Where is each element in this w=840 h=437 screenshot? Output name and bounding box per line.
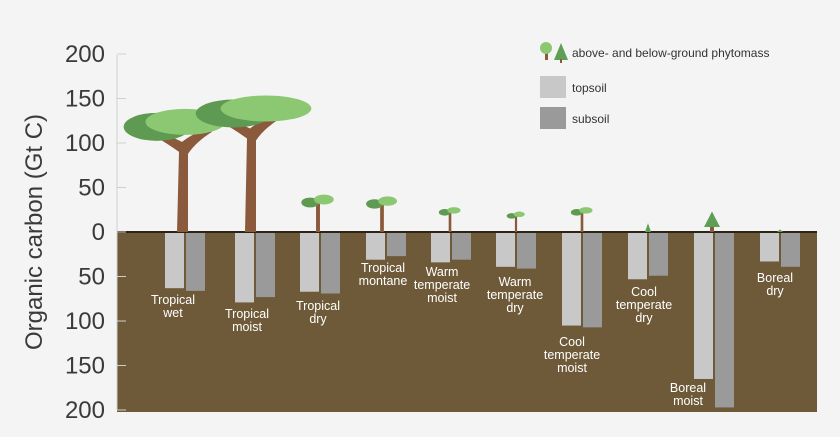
phytomass-tree	[704, 211, 720, 232]
phytomass-tree	[506, 211, 525, 232]
legend-label-phytomass: above- and below-ground phytomass	[572, 46, 769, 60]
subsoil-bar	[715, 233, 734, 408]
legend-swatch-topsoil	[540, 76, 566, 98]
phytomass-tree	[645, 223, 651, 232]
topsoil-bar	[628, 233, 647, 280]
topsoil-bar	[300, 233, 319, 292]
topsoil-bar	[496, 233, 515, 267]
subsoil-bar	[649, 233, 668, 276]
y-tick-label: 50	[78, 264, 105, 291]
subsoil-bar	[186, 233, 205, 291]
y-tick-label: 0	[92, 219, 105, 246]
topsoil-bar	[694, 233, 713, 379]
subsoil-bar	[452, 233, 471, 260]
y-tick-label: 150	[65, 353, 105, 380]
phytomass-tree	[438, 207, 461, 232]
y-tick-label: 50	[78, 175, 105, 202]
topsoil-bar	[431, 233, 450, 263]
legend-label-subsoil: subsoil	[572, 112, 609, 126]
subsoil-bar	[321, 233, 340, 294]
y-tick-label: 100	[65, 308, 105, 335]
legend-label-topsoil: topsoil	[572, 81, 607, 95]
soil-bars	[165, 233, 800, 408]
subsoil-bar	[387, 233, 406, 257]
phytomass-tree	[195, 95, 312, 232]
phytomass-tree	[301, 194, 334, 232]
subsoil-bar	[583, 233, 602, 328]
y-axis-label: Organic carbon (Gt C)	[21, 114, 48, 350]
topsoil-bar	[235, 233, 254, 303]
y-axis-ticks: 200 150 100 50 0 50 100 150 200	[65, 41, 126, 424]
phytomass-trees	[123, 95, 783, 232]
topsoil-bar	[760, 233, 779, 262]
topsoil-bar	[562, 233, 581, 326]
legend-swatch-subsoil	[540, 107, 566, 129]
y-tick-label: 150	[65, 86, 105, 113]
phytomass-tree	[123, 108, 226, 232]
subsoil-bar	[781, 233, 800, 267]
subsoil-bar	[517, 233, 536, 269]
phytomass-tree	[366, 196, 397, 232]
y-tick-label: 100	[65, 130, 105, 157]
phytomass-tree	[570, 207, 593, 232]
phytomass-tree	[777, 229, 783, 232]
legend-tree-icon	[540, 42, 568, 63]
topsoil-bar	[366, 233, 385, 260]
y-tick-label: 200	[65, 41, 105, 68]
subsoil-bar	[256, 233, 275, 298]
legend: above- and below-ground phytomass topsoi…	[540, 42, 769, 129]
topsoil-bar	[165, 233, 184, 289]
y-tick-label: 200	[65, 397, 105, 424]
